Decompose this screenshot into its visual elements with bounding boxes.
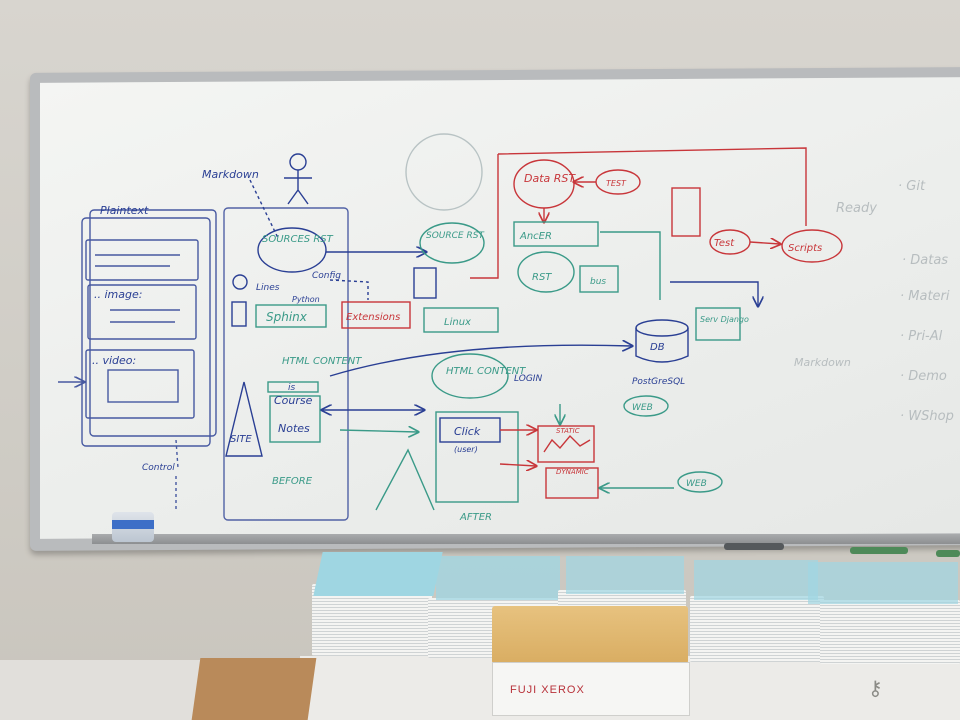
paper-stack-2-cover [436,556,560,600]
tape-label [112,520,154,529]
list-item-6: · WShop [900,409,954,424]
paper-stack-1 [312,584,432,656]
label-control: Control [142,463,175,473]
label-config: Config [312,271,341,281]
list-item-2: · Datas [902,253,948,268]
label-click: Click [454,425,481,438]
sources-column [223,153,632,521]
label-test: TEST [606,179,627,188]
label-notes: Notes [278,422,310,435]
label-extensions: Extensions [346,312,400,323]
label-video: .. video: [92,354,136,367]
label-before: BEFORE [272,476,313,487]
database-area [513,221,758,493]
label-dynamic: DYNAMIC [556,468,589,476]
label-python: Python [292,295,320,304]
label-source-rst: SOURCE RST [426,231,485,241]
paper-stack-1-cover [313,552,443,596]
paper-stack-4 [690,596,824,662]
label-web-2: WEB [686,479,707,489]
whiteboard-labels: Plaintext .. image: .. video: Control Ma… [92,168,954,523]
center-flow [375,133,536,511]
label-ready: Ready [836,201,877,216]
cardboard-box [191,658,317,720]
label-scripts: Scripts [788,243,822,254]
label-after: AFTER [459,512,492,523]
label-sphinx: Sphinx [266,310,308,324]
label-course: Course [274,394,313,407]
document-sketch [58,209,217,510]
whiteboard-tray [92,534,960,544]
paper-box [492,662,690,716]
label-plaintext: Plaintext [100,204,149,217]
list-item-5: · Demo [900,369,947,384]
envelope [492,606,688,664]
label-site: SITE [230,434,252,445]
paper-stack-4-cover [694,560,818,600]
label-serv-django: Serv Django [700,315,749,324]
label-data-rst: Data RST [524,172,576,185]
paper-stack-5 [820,600,960,664]
label-postgresql: PostGreSQL [632,377,685,387]
data-flow [470,147,843,499]
box-brand-label: FUJI XEROX [510,684,585,696]
keys-icon: ⚷ [868,676,883,700]
label-image: .. image: [94,288,142,301]
marker-3 [936,550,960,557]
label-is: is [288,383,296,393]
label-db: DB [650,342,665,353]
label-rst: RST [532,272,552,283]
label-static: STATIC [556,427,580,435]
list-item-1: · Git [898,179,926,194]
paper-stack-3-cover [566,556,684,594]
label-html-content: HTML CONTENT [282,356,362,367]
label-markdown-2: Markdown [794,356,851,369]
marker-1 [724,543,784,550]
label-ancer: AncER [519,231,552,242]
label-markdown: Markdown [202,168,259,181]
list-item-3: · Materi [900,289,950,304]
paper-stack-5-cover [808,562,958,604]
label-sources-rst: SOURCES RST [262,234,334,245]
label-web: WEB [632,403,653,413]
list-item-4: · Pri-Al [900,329,943,344]
label-lines: Lines [256,283,280,293]
label-html-content-2: HTML CONTENT [446,366,526,377]
label-linux: Linux [444,317,471,328]
marker-2 [850,547,908,554]
label-user: (user) [454,445,478,454]
label-bus: bus [590,277,606,287]
label-login: LOGIN [514,374,542,384]
label-test-2: Test [714,238,735,249]
